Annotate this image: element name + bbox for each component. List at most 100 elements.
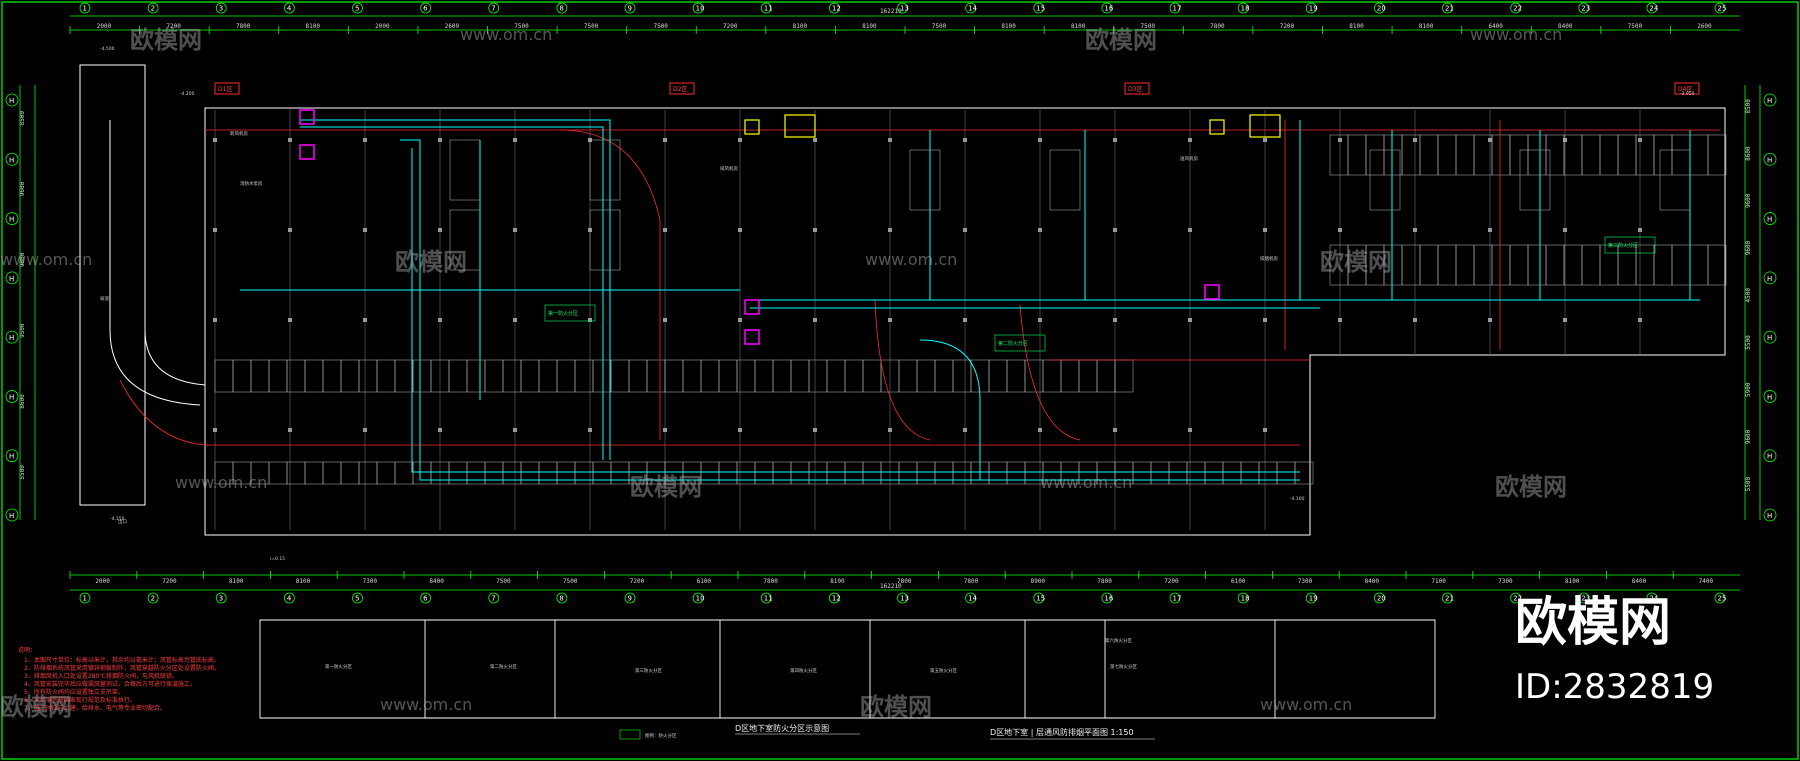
column-axis-bubble: [1442, 2, 1453, 14]
row-axis-label: H: [1767, 393, 1772, 401]
ramp-label: 坡道: [100, 295, 109, 302]
structural-column: [1263, 228, 1267, 232]
parking-stall: [538, 461, 558, 485]
parking-stall: [952, 461, 972, 485]
zoning-plan-zone-label: 第七防火分区: [1110, 663, 1137, 670]
column-axis-label: 8: [559, 5, 563, 13]
bottom-dimension-label: 6100: [1231, 578, 1246, 585]
zone-tag-label: D3区: [1128, 86, 1142, 93]
zoning-legend-label: 图例：防火分区: [645, 732, 677, 739]
top-dimension-label: 6400: [1488, 23, 1503, 30]
notes-line: 1、本图尺寸单位：标高以米计，其余均以毫米计；风管标高为管底标高。: [24, 656, 220, 664]
column-axis-bubble: [352, 592, 363, 604]
parking-stall: [448, 359, 468, 393]
left-dimension-label: 9600: [19, 181, 26, 196]
column-axis-label: 16: [1104, 595, 1113, 603]
structural-column: [438, 428, 442, 432]
svg-text:欧模网: 欧模网: [1495, 473, 1567, 501]
structural-column: [213, 228, 217, 232]
parking-stall: [1132, 461, 1152, 485]
parking-stall: [808, 461, 828, 485]
parking-stall: [466, 359, 486, 393]
structural-column: [663, 318, 667, 322]
right-dimension-label: 5500: [1745, 335, 1752, 350]
parking-stall: [466, 461, 486, 485]
parking-stall: [268, 461, 288, 485]
parking-stall: [1527, 244, 1547, 286]
column-axis-label: 3: [219, 5, 223, 13]
parking-stall: [1455, 244, 1475, 286]
parking-stall: [1671, 244, 1691, 286]
column-axis-label: 5: [355, 5, 359, 13]
parking-stall: [1617, 244, 1637, 286]
row-axis-label: H: [1767, 156, 1772, 164]
structural-column: [1113, 228, 1117, 232]
notes-line: 4、风管安装完毕后应做漏风量测试，合格后方可进行保温施工。: [24, 680, 196, 688]
zoning-plan-zone-label: 第一防火分区: [325, 663, 352, 670]
parking-stall: [1294, 461, 1314, 485]
right-dimension-label: 4500: [1745, 288, 1752, 303]
parking-stall: [1006, 461, 1026, 485]
row-axis-bubble: [1763, 212, 1777, 225]
bottom-dimension-label: 7800: [897, 578, 912, 585]
structural-column: [213, 138, 217, 142]
svg-text:第一防火分区: 第一防火分区: [548, 310, 578, 317]
structural-column: [888, 138, 892, 142]
top-dimension-label: 7500: [653, 23, 668, 30]
svg-text:www.om.cn: www.om.cn: [1260, 695, 1352, 714]
parking-stall: [250, 359, 270, 393]
parking-stall: [754, 461, 774, 485]
parking-stall: [1653, 244, 1673, 286]
structural-column: [738, 318, 742, 322]
column-axis-bubble: [488, 592, 500, 604]
parking-stall: [700, 461, 720, 485]
parking-stall: [1437, 244, 1457, 286]
parking-stall: [1581, 134, 1601, 176]
parking-bay: [589, 139, 621, 201]
column-axis-bubble: [1033, 592, 1045, 604]
structural-column: [1338, 228, 1342, 232]
structural-column: [513, 228, 517, 232]
column-axis-bubble: [1510, 2, 1522, 14]
structural-column: [438, 228, 442, 232]
parking-stall: [1419, 244, 1439, 286]
parking-stall: [718, 461, 738, 485]
parking-stall: [1509, 134, 1529, 176]
top-dimension-label: 8100: [862, 23, 877, 30]
left-dimension-label: 9800: [19, 252, 26, 267]
column-axis-label: 14: [968, 5, 977, 13]
parking-stall: [790, 461, 810, 485]
parking-stall: [1707, 244, 1727, 286]
structural-column: [513, 428, 517, 432]
svg-text:欧模网: 欧模网: [0, 693, 72, 721]
parking-stall: [1545, 134, 1565, 176]
svg-text:www.om.cn: www.om.cn: [1040, 473, 1132, 492]
top-dimension-label: 8100: [1001, 23, 1016, 30]
column-axis-label: 22: [1513, 595, 1522, 603]
column-axis-bubble: [1033, 2, 1045, 14]
equipment-units: [299, 109, 1281, 345]
parking-stall: [412, 461, 432, 485]
structural-column: [1188, 318, 1192, 322]
column-axis-label: 4: [287, 595, 292, 603]
parking-stall: [1491, 134, 1511, 176]
column-axis-bubbles: 1122334455667788991010111112121313141415…: [79, 2, 1727, 604]
top-dimension-label: 8100: [306, 23, 321, 30]
exit-label: 出口: [118, 518, 127, 525]
column-axis-bubble: [1101, 2, 1113, 14]
column-axis-label: 25: [1718, 595, 1727, 603]
row-axis-label: H: [1767, 275, 1772, 283]
top-dimension-label: 7800: [1210, 23, 1225, 30]
zone-tag-box: [1674, 82, 1700, 95]
column-axis-label: 23: [1581, 595, 1590, 603]
fire-compartment-lines: [119, 120, 1720, 446]
row-axis-label: H: [9, 453, 14, 461]
column-axis-bubble: [556, 592, 568, 604]
parking-stall: [214, 359, 234, 393]
parking-stalls: [214, 134, 1727, 485]
zoning-plan-zone-label: 第三防火分区: [635, 667, 662, 674]
